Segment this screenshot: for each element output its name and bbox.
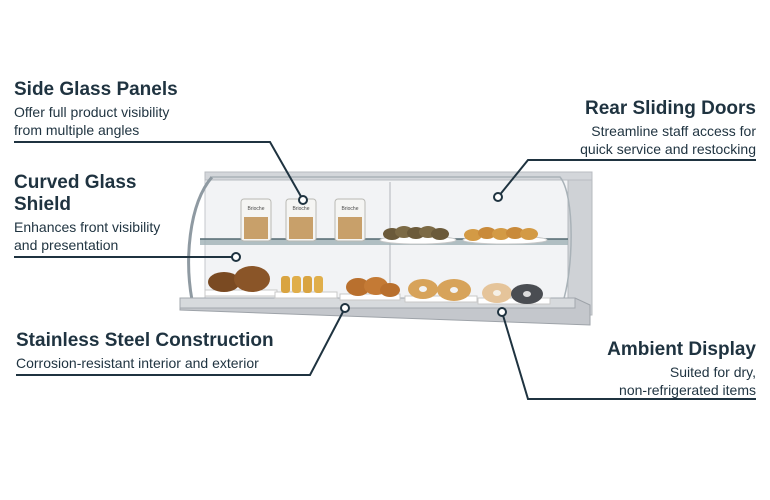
callout-text: Corrosion-resistant interior and exterio… (16, 355, 259, 371)
jar-1: Brioche (240, 198, 272, 242)
jar-label: Brioche (293, 206, 310, 212)
callout-text: from multiple angles (14, 122, 140, 138)
callout-title: Shield (14, 194, 72, 215)
callout-title: Stainless Steel Construction (16, 330, 274, 351)
callout-text: non-refrigerated items (619, 382, 756, 398)
jar-label: Brioche (342, 206, 359, 212)
dot-curved-glass (231, 252, 241, 262)
callout-ambient-display: Ambient Display Suited for dry, non-refr… (607, 339, 756, 399)
jar-label: Brioche (248, 206, 265, 212)
callout-curved-glass-shield: Curved Glass Shield Enhances front visib… (14, 172, 160, 254)
leader-ambient (501, 311, 756, 400)
callout-side-glass-panels: Side Glass Panels Offer full product vis… (14, 79, 178, 139)
leader-rear-doors (497, 159, 756, 198)
leader-dots (231, 192, 507, 317)
dot-stainless (340, 303, 350, 313)
callout-text: Offer full product visibility (14, 104, 170, 120)
cookie-trays-top (379, 226, 548, 245)
callout-text: Enhances front visibility (14, 219, 161, 235)
leader-lines (14, 141, 756, 400)
callout-rear-sliding-doors: Rear Sliding Doors Streamline staff acce… (580, 98, 756, 158)
jars: Brioche Brioche Brioche (240, 198, 366, 242)
callout-text: quick service and restocking (580, 141, 756, 157)
dot-rear-doors (493, 192, 503, 202)
jar-2: Brioche (285, 198, 317, 242)
callout-text: Suited for dry, (669, 364, 756, 380)
leader-stainless (16, 307, 346, 376)
callout-text: and presentation (14, 237, 119, 253)
jar-3: Brioche (334, 198, 366, 242)
callout-text: Streamline staff access for (591, 123, 756, 139)
leader-side-glass (14, 141, 304, 201)
callout-title: Side Glass Panels (14, 79, 178, 100)
callout-title: Rear Sliding Doors (584, 98, 756, 119)
dot-ambient (497, 307, 507, 317)
callout-title: Ambient Display (607, 339, 756, 360)
callout-stainless-steel: Stainless Steel Construction Corrosion-r… (16, 330, 274, 372)
dot-side-glass (298, 195, 308, 205)
pastry-trays-bottom (204, 266, 551, 305)
callout-title: Curved Glass (14, 172, 137, 193)
